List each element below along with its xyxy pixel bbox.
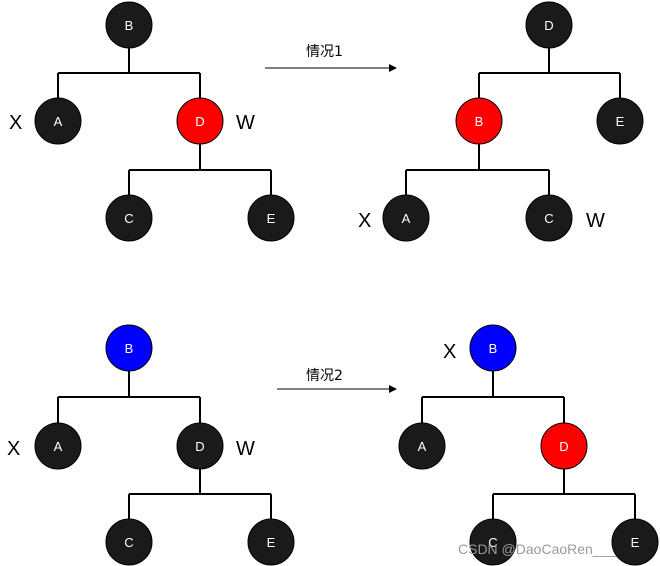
case2-before-node-A-circle — [34, 422, 82, 470]
case1-before-node-D: D — [176, 97, 224, 145]
case2-before-node-C-circle — [105, 518, 153, 566]
case1-after-node-A-circle — [382, 194, 430, 242]
case1-after-node-A-label: A — [402, 211, 411, 226]
case2-after-node-A-circle — [398, 422, 446, 470]
case2-after-node-D-label: D — [559, 439, 568, 454]
case2-arrow-label: 情况2 — [306, 368, 343, 384]
case1-after-edge-D-children — [478, 48, 621, 98]
case1-after-node-A: A — [382, 194, 430, 242]
case1-before-node-C: C — [105, 194, 153, 242]
case1-before-node-C-label: C — [124, 211, 133, 226]
watermark: CSDN @DaoCaoRen___ — [458, 541, 616, 557]
case1-after-node-C-label: C — [544, 211, 553, 226]
case1-before-node-E: E — [247, 194, 295, 242]
case1-after-node-E: E — [596, 97, 644, 145]
case1-after-node-D-label: D — [544, 18, 553, 33]
case1-before-node-A-circle — [34, 97, 82, 145]
case1-after-node-E-label: E — [616, 114, 625, 129]
case2-before-w-label: W — [236, 438, 255, 460]
case2-after-node-C-circle — [469, 518, 517, 566]
case2-before-node-D: D — [176, 422, 224, 470]
case2-before-node-E: E — [247, 518, 295, 566]
case1-before-node-E-circle — [247, 194, 295, 242]
case2-before-node-E-circle — [247, 518, 295, 566]
case1-before-node-B: B — [105, 1, 153, 49]
case2-after-node-B-label: B — [489, 341, 498, 356]
case2-before-edge-B-children — [57, 371, 201, 423]
case1-before-node-D-label: D — [195, 114, 204, 129]
case2-after-node-E: E — [611, 518, 659, 566]
case1-before-edge-B-children — [57, 48, 201, 98]
case1-after-node-B-circle — [455, 97, 503, 145]
case2-after-node-B: B — [469, 324, 517, 372]
case1-arrow-label: 情况1 — [306, 44, 343, 60]
case1-before-node-B-circle — [105, 1, 153, 49]
case2-before-node-B-circle — [105, 324, 153, 372]
case2-after-edge-B-children — [421, 371, 565, 423]
case1-after-node-B-label: B — [475, 114, 484, 129]
case1-after-node-C-circle — [525, 194, 573, 242]
case1-before-node-A-label: A — [54, 114, 63, 129]
case2-before-edge-D-children — [128, 469, 272, 519]
case2-before-node-C: C — [105, 518, 153, 566]
case2-before-node-C-label: C — [124, 535, 133, 550]
case1-after-node-B: B — [455, 97, 503, 145]
case2-after-node-D: D — [540, 422, 588, 470]
case2-before-node-A: A — [34, 422, 82, 470]
case1-before-x-label: X — [9, 112, 22, 134]
nodes-layer: B A D C E D B E A C B A D C E B A D C E — [34, 1, 659, 566]
case1-before-node-B-label: B — [125, 18, 134, 33]
case1-before-node-A: A — [34, 97, 82, 145]
edges-layer — [57, 48, 636, 519]
case1-after-edge-B-children — [405, 144, 550, 195]
case2-before-node-D-circle — [176, 422, 224, 470]
case2-after-node-A-label: A — [418, 439, 427, 454]
case1-after-node-C: C — [525, 194, 573, 242]
case1-after-node-D: D — [525, 1, 573, 49]
case2-after-node-E-circle — [611, 518, 659, 566]
case2-after-x-label: X — [443, 341, 456, 363]
case2-after-node-E-label: E — [631, 535, 640, 550]
case2-after-node-C-label: C — [488, 535, 497, 550]
case2-before-node-D-label: D — [195, 439, 204, 454]
case2-after-edge-D-children — [492, 469, 636, 519]
case2-after-node-D-circle — [540, 422, 588, 470]
case2-before-node-B: B — [105, 324, 153, 372]
case1-before-node-D-circle — [176, 97, 224, 145]
case2-after-node-A: A — [398, 422, 446, 470]
case1-after-node-D-circle — [525, 1, 573, 49]
case1-after-node-E-circle — [596, 97, 644, 145]
case1-before-node-C-circle — [105, 194, 153, 242]
case1-after-x-label: X — [358, 210, 371, 232]
case2-before-node-E-label: E — [267, 535, 276, 550]
case2-after-node-B-circle — [469, 324, 517, 372]
case1-before-w-label: W — [236, 112, 255, 134]
case1-before-node-E-label: E — [267, 211, 276, 226]
case2-before-node-B-label: B — [125, 341, 134, 356]
case1-arrow: 情况1 — [265, 44, 397, 72]
case2-after-node-C: C — [469, 518, 517, 566]
case2-arrow: 情况2 — [277, 368, 397, 393]
case1-before-edge-D-children — [128, 144, 272, 195]
case1-after-w-label: W — [586, 210, 605, 232]
case2-before-node-A-label: A — [54, 439, 63, 454]
case2-before-x-label: X — [7, 438, 20, 460]
